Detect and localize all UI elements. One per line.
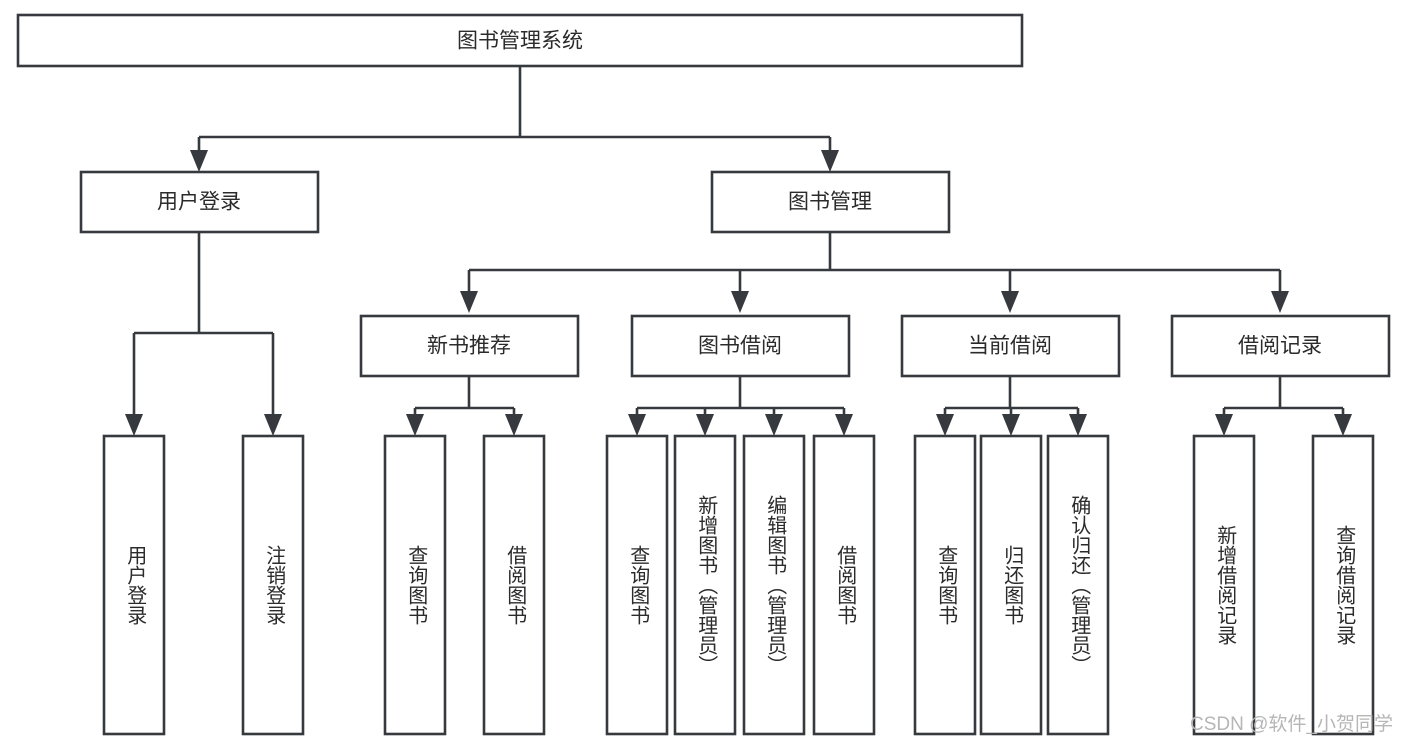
node-leaf-confirm-return[interactable]: 确认归还（管理员）	[1046, 434, 1110, 736]
node-leaf-borrow-book-1[interactable]: 借阅图书	[482, 434, 546, 736]
node-leaf-borrow-book-1-label: 借阅图书	[504, 545, 527, 625]
node-leaf-query-record-label: 查询借阅记录	[1333, 525, 1356, 645]
node-leaf-add-record-label: 新增借阅记录	[1214, 525, 1237, 645]
node-user-login[interactable]: 用户登录	[79, 170, 320, 234]
node-book-borrow-label: 图书借阅	[698, 335, 782, 358]
node-book-manage[interactable]: 图书管理	[710, 170, 951, 234]
node-leaf-user-login-label: 用户登录	[124, 545, 147, 625]
connector-borrowrecord-to-leaves	[1215, 376, 1352, 436]
connector-layer	[125, 66, 1352, 436]
node-user-login-label: 用户登录	[157, 191, 241, 214]
node-leaf-user-login[interactable]: 用户登录	[102, 434, 166, 736]
node-leaf-confirm-return-label: 确认归还（管理员）	[1068, 495, 1091, 675]
node-new-book-recommend-label: 新书推荐	[427, 335, 511, 358]
node-leaf-user-logout[interactable]: 注销登录	[241, 434, 305, 736]
node-leaf-add-record[interactable]: 新增借阅记录	[1192, 434, 1256, 736]
connector-bookmanage-to-level2	[460, 232, 1289, 313]
connector-root-to-level1	[190, 66, 839, 172]
connector-userlogin-to-leaves	[125, 232, 282, 436]
node-root-system[interactable]: 图书管理系统	[16, 13, 1024, 68]
node-leaf-query-book-3-label: 查询图书	[935, 545, 958, 625]
node-new-book-recommend[interactable]: 新书推荐	[359, 314, 580, 378]
node-leaf-query-record[interactable]: 查询借阅记录	[1311, 434, 1375, 736]
csdn-watermark: CSDN @软件_小贺同学	[1190, 713, 1393, 735]
node-root-system-label: 图书管理系统	[457, 30, 583, 53]
node-leaf-query-book-2[interactable]: 查询图书	[605, 434, 669, 736]
node-leaf-return-book[interactable]: 归还图书	[979, 434, 1043, 736]
node-borrow-record-label: 借阅记录	[1238, 335, 1322, 358]
node-current-borrow-label: 当前借阅	[968, 335, 1052, 358]
node-leaf-user-logout-label: 注销登录	[263, 545, 286, 625]
node-leaf-edit-book[interactable]: 编辑图书（管理员）	[742, 434, 806, 736]
node-leaf-query-book-3[interactable]: 查询图书	[913, 434, 977, 736]
connector-newbook-to-leaves	[406, 376, 523, 436]
node-leaf-query-book-1-label: 查询图书	[405, 545, 428, 625]
node-leaf-add-book-label: 新增图书（管理员）	[695, 495, 718, 675]
node-book-manage-label: 图书管理	[788, 191, 872, 214]
node-current-borrow[interactable]: 当前借阅	[900, 314, 1121, 378]
node-leaf-return-book-label: 归还图书	[1001, 545, 1024, 625]
node-leaf-borrow-book-2-label: 借阅图书	[834, 545, 857, 625]
connector-bookborrow-to-leaves	[628, 376, 853, 436]
node-borrow-record[interactable]: 借阅记录	[1170, 314, 1391, 378]
connector-currentborrow-to-leaves	[936, 376, 1087, 436]
node-leaf-borrow-book-2[interactable]: 借阅图书	[812, 434, 876, 736]
node-leaf-add-book[interactable]: 新增图书（管理员）	[673, 434, 737, 736]
node-leaf-query-book-1[interactable]: 查询图书	[383, 434, 447, 736]
node-leaf-query-book-2-label: 查询图书	[627, 545, 650, 625]
node-leaf-edit-book-label: 编辑图书（管理员）	[764, 495, 787, 675]
node-book-borrow[interactable]: 图书借阅	[630, 314, 851, 378]
